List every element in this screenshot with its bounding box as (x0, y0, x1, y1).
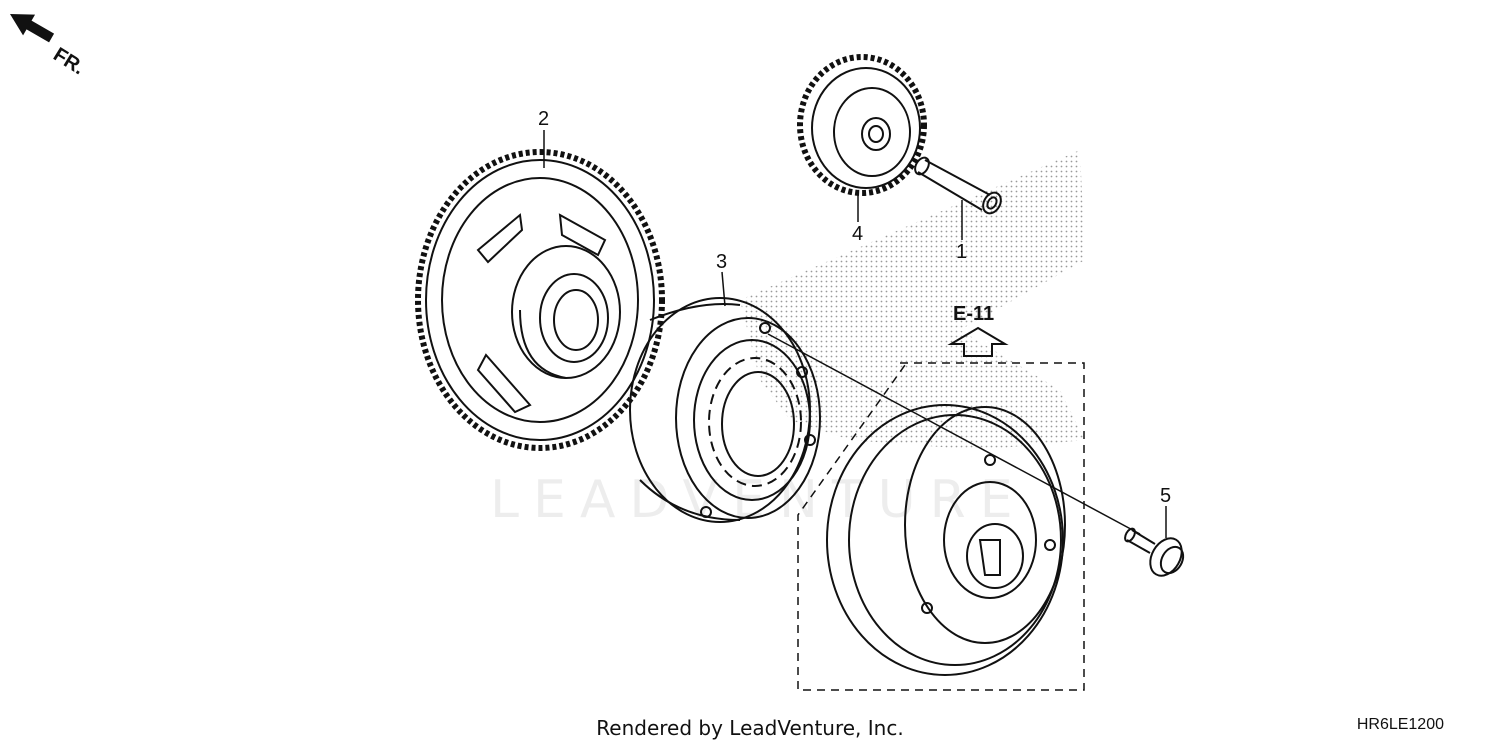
callout-number: 1 (956, 241, 967, 263)
diagram-code: HR6LE1200 (1356, 716, 1444, 733)
idle-gear[interactable] (797, 54, 927, 196)
callout-number: 2 (538, 108, 549, 130)
render-credit: Rendered by LeadVenture, Inc. (596, 716, 904, 740)
flange-bolt[interactable] (1123, 527, 1188, 581)
callout-number: 4 (852, 223, 863, 245)
callout-number: 3 (716, 251, 727, 273)
assembly-guide-line (767, 333, 1141, 535)
stipple-shading (740, 150, 1085, 450)
one-way-clutch-housing[interactable] (629, 297, 821, 523)
direction-label: FR. (49, 44, 88, 80)
large-driven-gear[interactable] (415, 149, 665, 451)
front-arrow-icon (10, 14, 55, 43)
shaft-pin[interactable] (912, 155, 1004, 216)
callout-leaders (543, 130, 1167, 538)
reference-label: E-11 (953, 303, 994, 325)
flywheel-assembly[interactable] (826, 404, 1066, 676)
callout-number: 5 (1160, 485, 1171, 507)
up-arrow-icon (947, 326, 1009, 357)
